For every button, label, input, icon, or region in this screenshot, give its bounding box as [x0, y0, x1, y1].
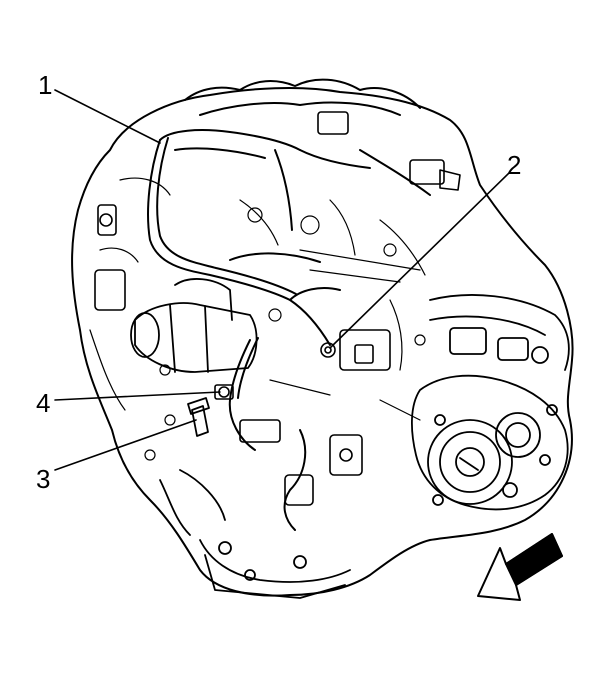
detail-lines — [89, 177, 426, 461]
callout-number-2: 2 — [507, 150, 522, 180]
transmission-case — [411, 294, 570, 511]
connectors — [94, 111, 461, 506]
callout-number-3: 3 — [36, 464, 51, 494]
leader-line-1 — [54, 89, 161, 144]
leader-line-3 — [54, 419, 197, 471]
leader-line-2 — [329, 171, 511, 349]
leader-line-4 — [54, 391, 221, 401]
callout-number-1: 1 — [38, 70, 53, 100]
oil-pan — [159, 469, 351, 599]
callout-number-4: 4 — [36, 388, 51, 418]
wiring-harness — [147, 129, 431, 531]
front-direction-arrow-icon — [477, 533, 563, 601]
leader-lines — [54, 89, 511, 471]
bolt — [187, 397, 210, 437]
engine-assembly — [71, 78, 574, 597]
starter-motor — [130, 278, 258, 373]
